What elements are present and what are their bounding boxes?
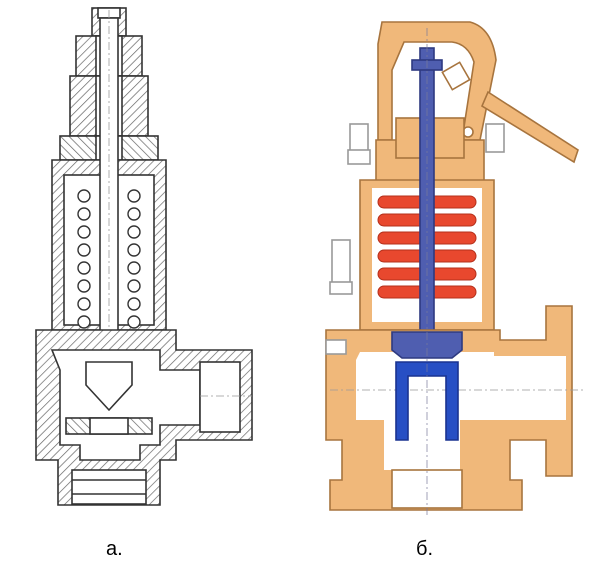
valve-b-yoke	[377, 21, 497, 141]
valve-a	[35, 7, 253, 506]
valve-b-bolts	[325, 123, 505, 355]
valve-a-outlet	[199, 361, 241, 433]
valve-b-nozzle	[395, 361, 459, 441]
caption-a: а.	[106, 538, 123, 560]
valve-a-spring	[77, 189, 141, 329]
valve-a-inlet	[71, 469, 147, 505]
valve-b-lever	[480, 90, 579, 164]
valve-b	[325, 21, 586, 515]
valve-a-disc	[85, 361, 133, 412]
caption-b: б.	[416, 538, 434, 560]
